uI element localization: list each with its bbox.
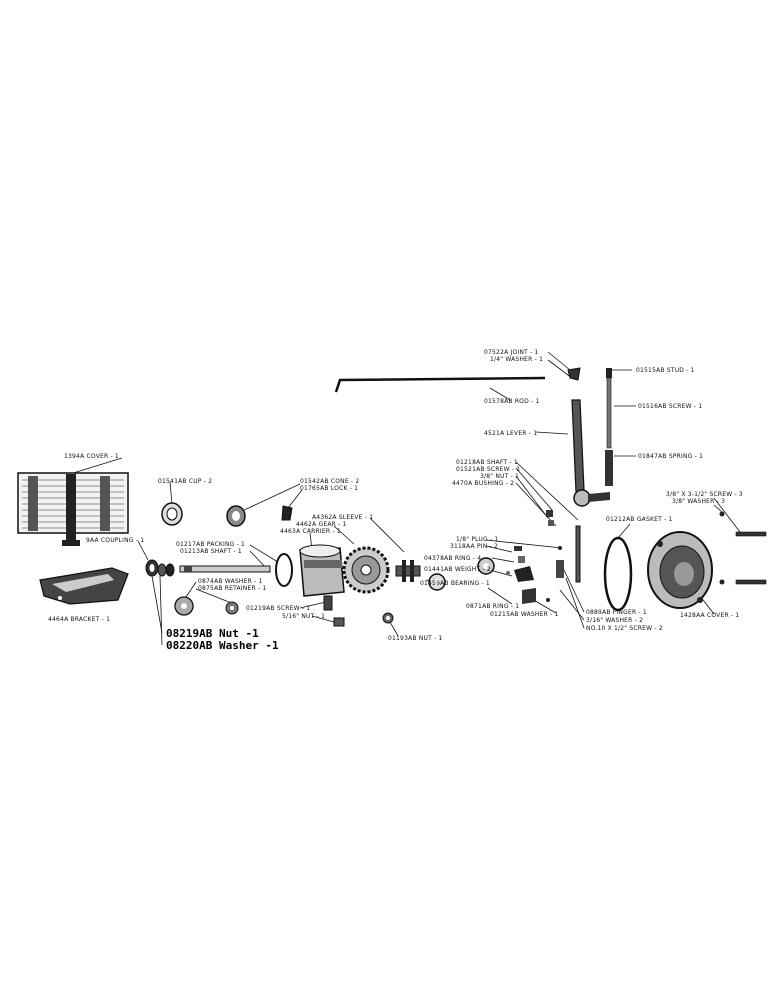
leader-sleeve xyxy=(369,517,405,553)
label-cover-1394: 1394A COVER - 1 xyxy=(64,453,119,460)
leader-cover-1394 xyxy=(69,457,123,475)
leader-bushing xyxy=(515,482,557,527)
leader-gear xyxy=(333,525,355,545)
leader-nut-3-8 xyxy=(515,475,549,519)
label-washer-1-4: 1/4" WASHER - 1 xyxy=(490,356,544,363)
cup-part xyxy=(161,502,183,526)
label-cup: 01541AB CUP - 2 xyxy=(158,478,213,485)
label-cover-1428: 1428AA COVER - 1 xyxy=(680,612,740,619)
label-washer-08220: 08220AB Washer -1 xyxy=(166,639,279,652)
leader-screw-01219 xyxy=(299,601,327,609)
leader-cup xyxy=(169,481,173,505)
small-parts-cluster xyxy=(477,510,564,604)
coupling-part xyxy=(145,559,175,577)
leader-coupling xyxy=(137,540,149,561)
leader-ring-0871 xyxy=(487,587,513,605)
label-washer-0874: 0874AB WASHER - 1 xyxy=(198,578,263,585)
label-washer-01215: 01215AB WASHER - 1 xyxy=(490,611,559,618)
label-joint: 07522A JOINT - 1 xyxy=(484,349,539,356)
label-screw-3-8: 3/8" X 3-1/2" SCREW - 3 xyxy=(666,491,743,498)
joint-part xyxy=(567,367,581,381)
nut-01193-part xyxy=(382,612,394,624)
label-nut-5-16: 5/16" NUT - 1 xyxy=(282,613,326,620)
leader-screw-3-8 xyxy=(713,497,741,533)
gear-part xyxy=(342,546,390,594)
lever-part xyxy=(571,399,610,507)
leader-joint xyxy=(547,351,571,371)
label-pin: 3118AA PIN - 2 xyxy=(450,543,499,550)
bearing-part xyxy=(428,573,446,591)
label-screw-01516: 01516AB SCREW - 1 xyxy=(638,403,703,410)
leader-washer-08220 xyxy=(159,575,163,646)
label-bushing: 4470A BUSHING - 2 xyxy=(452,480,515,487)
carrier-part xyxy=(299,544,345,597)
rod-part xyxy=(334,376,546,393)
label-coupling: 9AA COUPLING - 1 xyxy=(86,537,145,544)
cone-part xyxy=(226,505,246,527)
label-plug: 1/8" PLUG - 1 xyxy=(456,536,499,543)
label-stud: 01515AB STUD - 1 xyxy=(636,367,695,374)
leader-finger xyxy=(563,569,585,613)
label-spring: 01847AB SPRING - 1 xyxy=(638,453,704,460)
lock-part xyxy=(281,505,293,521)
label-retainer: 0875AB RETAINER - 1 xyxy=(198,585,267,592)
label-packing: 01217AB PACKING - 1 xyxy=(176,541,246,548)
leader-rod xyxy=(489,387,511,401)
leader-retainer xyxy=(195,588,235,605)
label-cone: 01542AB CONE - 2 xyxy=(300,478,360,485)
leader-lever xyxy=(535,431,569,435)
cover-screws-part xyxy=(719,511,767,585)
label-nut-3-8: 3/8" NUT - 1 xyxy=(480,473,520,480)
leader-plug xyxy=(485,539,563,549)
cover-1394-part xyxy=(17,472,129,546)
washer-retainer-part xyxy=(174,596,239,616)
label-screw-01219: 01219AB SCREW - 1 xyxy=(246,605,311,612)
label-screw-01521: 01521AB SCREW - 1 xyxy=(456,466,521,473)
label-bearing: 01459AB BEARING - 1 xyxy=(420,580,490,587)
label-bracket: 4464A BRACKET - 1 xyxy=(48,616,111,623)
label-carrier: 4463A CARRIER - 1 xyxy=(280,528,341,535)
bracket-part xyxy=(39,567,129,605)
label-finger: 0889AB FINGER - 1 xyxy=(586,609,647,616)
leader-washer-1-4 xyxy=(547,359,573,379)
label-lock: 01765AB LOCK - 1 xyxy=(300,485,359,492)
leader-nut xyxy=(311,615,335,623)
leader-screw-no10 xyxy=(565,577,585,629)
leader-shaft-01218 xyxy=(515,461,579,521)
label-nut-08219: 08219AB Nut -1 xyxy=(166,627,259,640)
leader-cone xyxy=(239,483,301,513)
leader-screw-01521 xyxy=(515,467,553,511)
leader-ring-04378 xyxy=(491,557,515,563)
leader-pin xyxy=(485,545,513,553)
leader-washer-3-16 xyxy=(559,589,585,621)
sleeve-part xyxy=(395,560,421,582)
label-washer-3-16: 3/16" WASHER - 2 xyxy=(586,617,644,624)
label-ring-0871: 0871AB RING - 1 xyxy=(466,603,520,610)
cover-1428-part xyxy=(647,531,713,609)
label-ring-04378: 04378AB RING - 4 xyxy=(424,555,482,562)
leader-nut-01193 xyxy=(389,621,399,637)
shaft-01218-part xyxy=(575,525,581,583)
label-sleeve: A4362A SLEEVE - 1 xyxy=(312,514,374,521)
leader-lock xyxy=(287,489,303,509)
shaft-part xyxy=(179,553,293,587)
leader-gasket xyxy=(617,523,631,539)
screw-nut-part xyxy=(323,595,345,627)
stud-screw-spring-part xyxy=(605,368,613,486)
label-weight: 01441AB WEIGHT - 2 xyxy=(424,566,491,573)
leader-washer-3-8 xyxy=(713,504,723,513)
leader-packing xyxy=(249,544,279,563)
leader-nut-08219 xyxy=(151,575,163,634)
label-shaft-01218: 01218AB SHAFT - 1 xyxy=(456,459,518,466)
label-screw-no10: NO.10 X 1/2" SCREW - 2 xyxy=(586,625,663,632)
gasket-part xyxy=(603,536,633,612)
label-shaft-main: 01213AB SHAFT - 1 xyxy=(180,548,242,555)
label-washer-3-8: 3/8" WASHER - 3 xyxy=(672,498,726,505)
label-rod: 01578AB ROD - 1 xyxy=(484,398,540,405)
label-gasket: 01212AB GASKET - 1 xyxy=(606,516,673,523)
label-gear: 4462A GEAR - 1 xyxy=(296,521,347,528)
label-lever: 4521A LEVER - 1 xyxy=(484,430,538,437)
label-nut-01193: 01193AB NUT - 1 xyxy=(388,635,443,642)
